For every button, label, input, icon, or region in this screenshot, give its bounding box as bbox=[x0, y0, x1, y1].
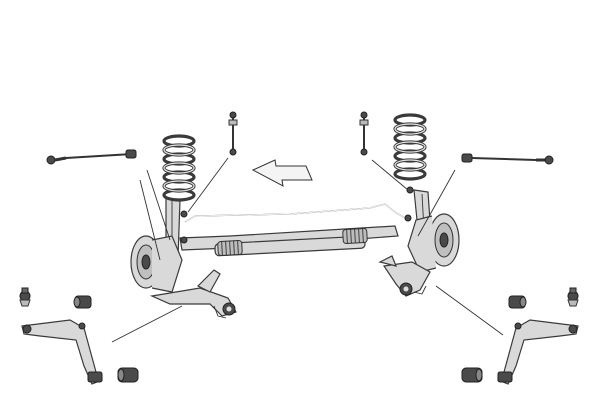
left-hub bbox=[130, 235, 183, 293]
left-tie-rod-icon bbox=[46, 149, 137, 165]
right-hub bbox=[407, 213, 460, 273]
right-ball-joint-icon bbox=[567, 287, 579, 307]
front-axle-subframe-assembly bbox=[130, 186, 460, 319]
left-coil-spring-icon bbox=[162, 134, 196, 202]
left-control-arm-icon bbox=[21, 319, 103, 385]
right-installed-control-arm bbox=[378, 255, 431, 297]
left-bushing-icon bbox=[73, 295, 92, 309]
right-tie-rod-icon bbox=[461, 153, 554, 165]
right-rear-bushing-icon bbox=[461, 367, 483, 383]
leader-lines bbox=[111, 157, 504, 343]
right-coil-spring-icon bbox=[393, 113, 427, 181]
direction-arrow-icon bbox=[251, 159, 313, 187]
right-stabilizer-link-icon bbox=[359, 111, 369, 156]
right-control-arm-icon bbox=[497, 319, 579, 385]
left-rear-bushing-icon bbox=[117, 367, 139, 383]
steering-rack bbox=[214, 228, 368, 257]
left-ball-joint-icon bbox=[19, 287, 31, 307]
left-stabilizer-link-icon bbox=[228, 111, 238, 156]
left-installed-control-arm bbox=[149, 269, 237, 319]
stabilizer-bar bbox=[184, 203, 406, 223]
right-bushing-icon bbox=[508, 295, 527, 309]
